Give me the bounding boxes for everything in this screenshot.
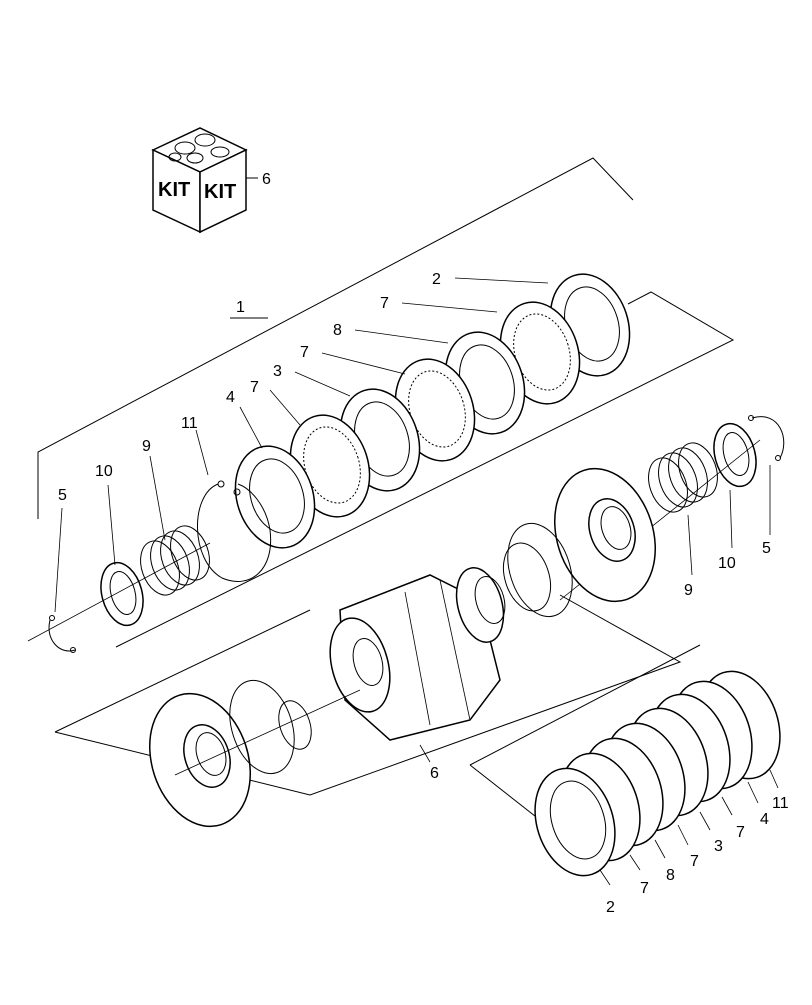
left-piston [148,692,252,828]
callout-left-10: 10 [95,463,113,480]
kit-label-left: KIT [158,179,190,201]
callout-right-10: 10 [718,555,736,572]
callout-left-9: 9 [142,438,151,455]
callout-lower-8: 8 [666,867,675,884]
lower-clutch-pack [534,670,781,877]
callout-upper-11: 11 [181,415,198,432]
kit-box-icon: KIT KIT [151,127,248,234]
callout-lower-7b: 7 [690,853,699,870]
upper-clutch-pack [234,273,631,549]
callout-kit-6: 6 [262,171,271,188]
left-seal-rings [229,679,312,775]
right-circlip [748,415,785,461]
callout-left-5: 5 [58,487,67,504]
callout-lower-7a: 7 [640,880,649,897]
callout-lower-3: 3 [714,838,723,855]
callout-upper-3: 3 [273,363,282,380]
right-washer [713,422,757,488]
left-spring [140,525,210,596]
callout-upper-7c: 7 [250,379,259,396]
assembly-outline-upper [37,157,735,648]
clutch-housing [329,567,506,741]
callout-lower-4: 4 [760,811,769,828]
lower-assembly-outline [469,644,701,821]
right-piston [553,467,657,603]
kit-label-right: KIT [204,181,236,203]
callout-upper-4: 4 [226,389,235,406]
callout-right-9: 9 [684,582,693,599]
right-spring [648,442,718,513]
left-circlip [48,615,76,653]
callout-right-5: 5 [762,540,771,557]
callout-1: 1 [236,299,245,316]
callout-lower-7c: 7 [736,824,745,841]
callout-upper-8: 8 [333,322,342,339]
callout-housing-6: 6 [430,765,439,782]
right-seal-rings [502,522,573,618]
callout-lower-11: 11 [772,795,789,812]
callout-upper-7b: 7 [300,344,309,361]
callout-upper-7a: 7 [380,295,389,312]
upper-snap-ring [197,480,272,582]
callout-upper-2: 2 [432,271,441,288]
callout-lower-2: 2 [606,899,615,916]
